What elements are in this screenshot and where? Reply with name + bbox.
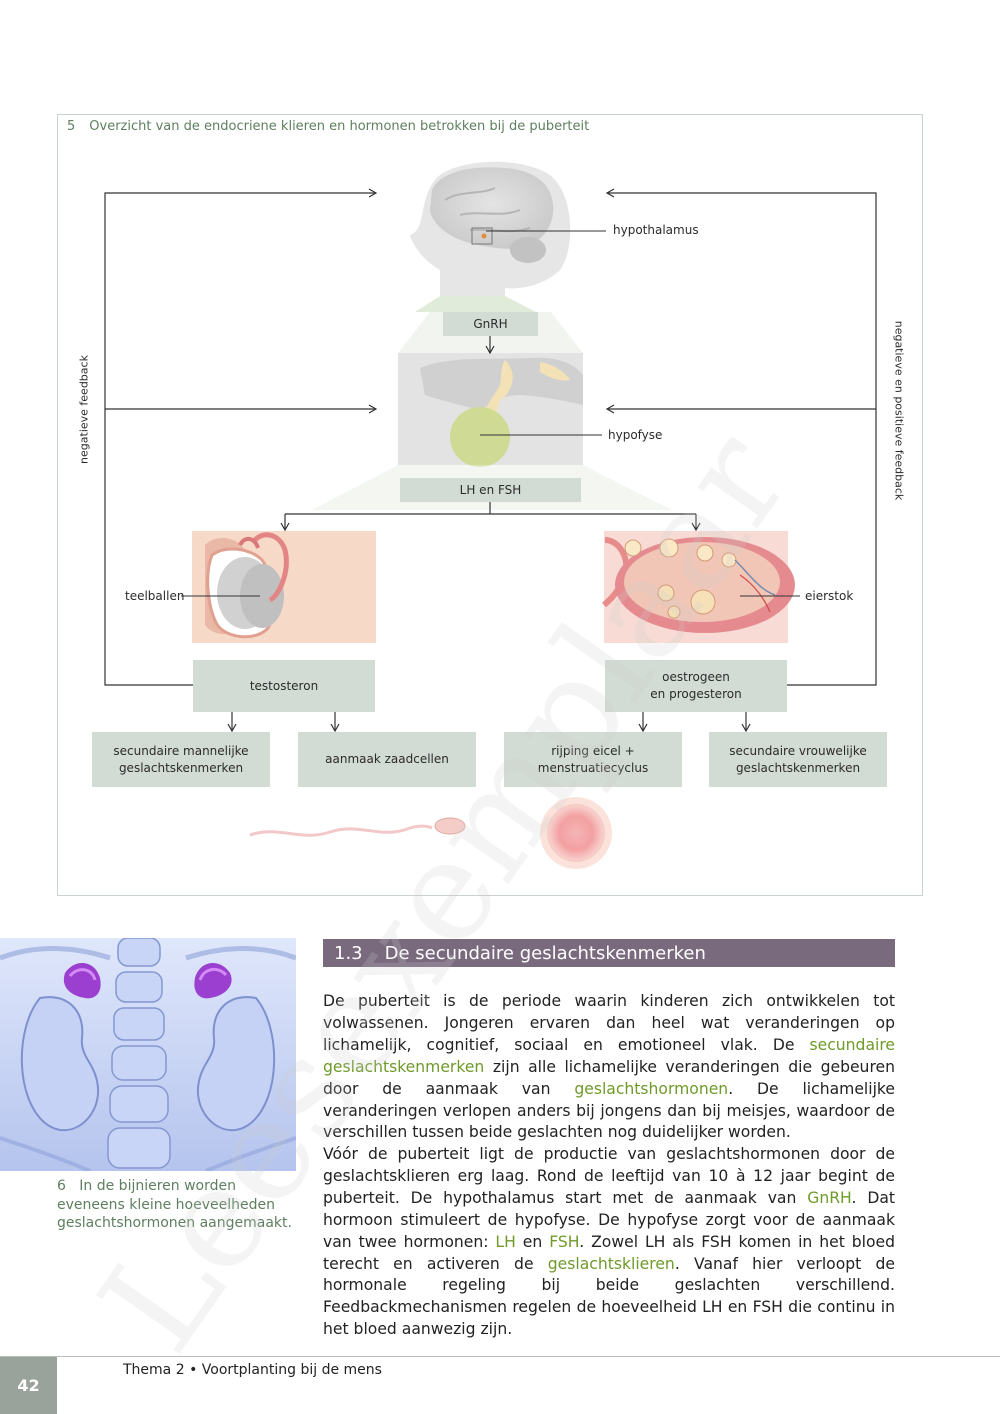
figure-title-text: Overzicht van de endocriene klieren en h…	[89, 119, 590, 134]
label-teelballen: teelballen	[125, 589, 185, 603]
box-secvrouw-line2: geslachtskenmerken	[735, 760, 861, 775]
paragraph-1: De puberteit is de periode waarin kinder…	[323, 991, 895, 1144]
label-hypofyse: hypofyse	[608, 428, 663, 442]
section-number: 1.3	[334, 942, 363, 964]
box-gnrh: GnRH	[443, 312, 538, 336]
caption-text: In de bijnieren worden eveneens kleine h…	[57, 1178, 292, 1231]
box-rijping-line1: rijping eicel +	[551, 743, 635, 758]
page-number: 42	[0, 1357, 57, 1414]
egg-cell-illustration	[540, 797, 612, 869]
box-rijping-eicel: rijping eicel + menstruatiecyclus	[504, 732, 682, 787]
p2-text-3: en	[515, 1232, 550, 1251]
footer-divider	[0, 1356, 1000, 1357]
box-aanmaak-zaadcellen: aanmaak zaadcellen	[298, 732, 476, 787]
sperm-illustration	[249, 817, 466, 837]
p1-text-1: De puberteit is de periode waarin kinder…	[323, 992, 895, 1054]
p1-text-2: zijn alle lichamelijke veranderingen die…	[323, 1057, 895, 1098]
box-secvrouw-line1: secundaire vrouwelijke	[729, 743, 867, 758]
box-oestrogeen: oestrogeen en progesteron	[605, 660, 787, 712]
ovary-illustration	[602, 531, 795, 643]
brain-illustration	[410, 161, 571, 312]
p1-text-3: . De lichamelijke veranderingen verlopen…	[323, 1079, 895, 1142]
box-secundaire-vrouwelijke: secundaire vrouwelijke geslachtskenmerke…	[709, 732, 887, 787]
figure-6-caption: 6 In de bijnieren worden eveneens kleine…	[57, 1177, 297, 1233]
box-secman-line1: secundaire mannelijke	[113, 743, 249, 758]
term-geslachtsklieren: geslachtsklieren	[547, 1254, 675, 1273]
term-fsh: FSH	[549, 1232, 580, 1251]
figure-number: 5	[67, 119, 76, 134]
p2-text-4: . Zowel LH als FSH komen in het bloed te…	[323, 1232, 896, 1273]
label-eierstok: eierstok	[805, 589, 854, 603]
footer-chapter: Thema 2 • Voortplanting bij de mens	[123, 1362, 382, 1378]
box-lh-fsh: LH en FSH	[400, 478, 581, 502]
p2-text-2: . Dat hormoon stimuleert de hypofyse. De…	[323, 1188, 896, 1251]
term-secundaire-geslachtskenmerken: secundaire geslachtskenmerken	[323, 1035, 895, 1076]
paragraph-2: Vóór de puberteit ligt de productie van …	[323, 1144, 895, 1341]
box-rijping-line2: menstruatiecyclus	[537, 760, 649, 775]
p2-text-5: . Vanaf hier verloopt de hormonale regel…	[323, 1254, 895, 1339]
figure-frame	[57, 114, 923, 896]
feedback-right-top	[605, 188, 877, 686]
section-title: De secundaire geslachtskenmerken	[384, 942, 706, 964]
feedback-left-top	[104, 188, 378, 686]
testes-illustration	[192, 531, 376, 643]
box-oestrogeen-line1: oestrogeen	[662, 670, 730, 684]
adrenal-gland-image	[0, 938, 296, 1171]
label-hypothalamus: hypothalamus	[613, 223, 699, 237]
section-header: 1.3 De secundaire geslachtskenmerken	[323, 939, 895, 967]
caption-number: 6	[57, 1178, 66, 1194]
term-gnrh: GnRH	[807, 1188, 852, 1207]
box-secundaire-mannelijke: secundaire mannelijke geslachtskenmerken	[92, 732, 270, 787]
label-neg-pos-feedback: negatieve en positieve feedback	[892, 320, 906, 501]
label-negative-feedback: negatieve feedback	[77, 355, 91, 464]
figure-title: 5 Overzicht van de endocriene klieren en …	[67, 119, 589, 134]
term-geslachtshormonen: geslachtshormonen	[574, 1079, 729, 1098]
box-testosteron: testosteron	[193, 660, 375, 712]
p2-text-1: Vóór de puberteit ligt de productie van …	[323, 1145, 895, 1207]
diagram-graphics	[104, 161, 877, 869]
box-oestrogeen-line2: en progesteron	[650, 687, 742, 701]
box-secman-line2: geslachtskenmerken	[118, 760, 244, 775]
term-lh: LH	[495, 1232, 516, 1251]
